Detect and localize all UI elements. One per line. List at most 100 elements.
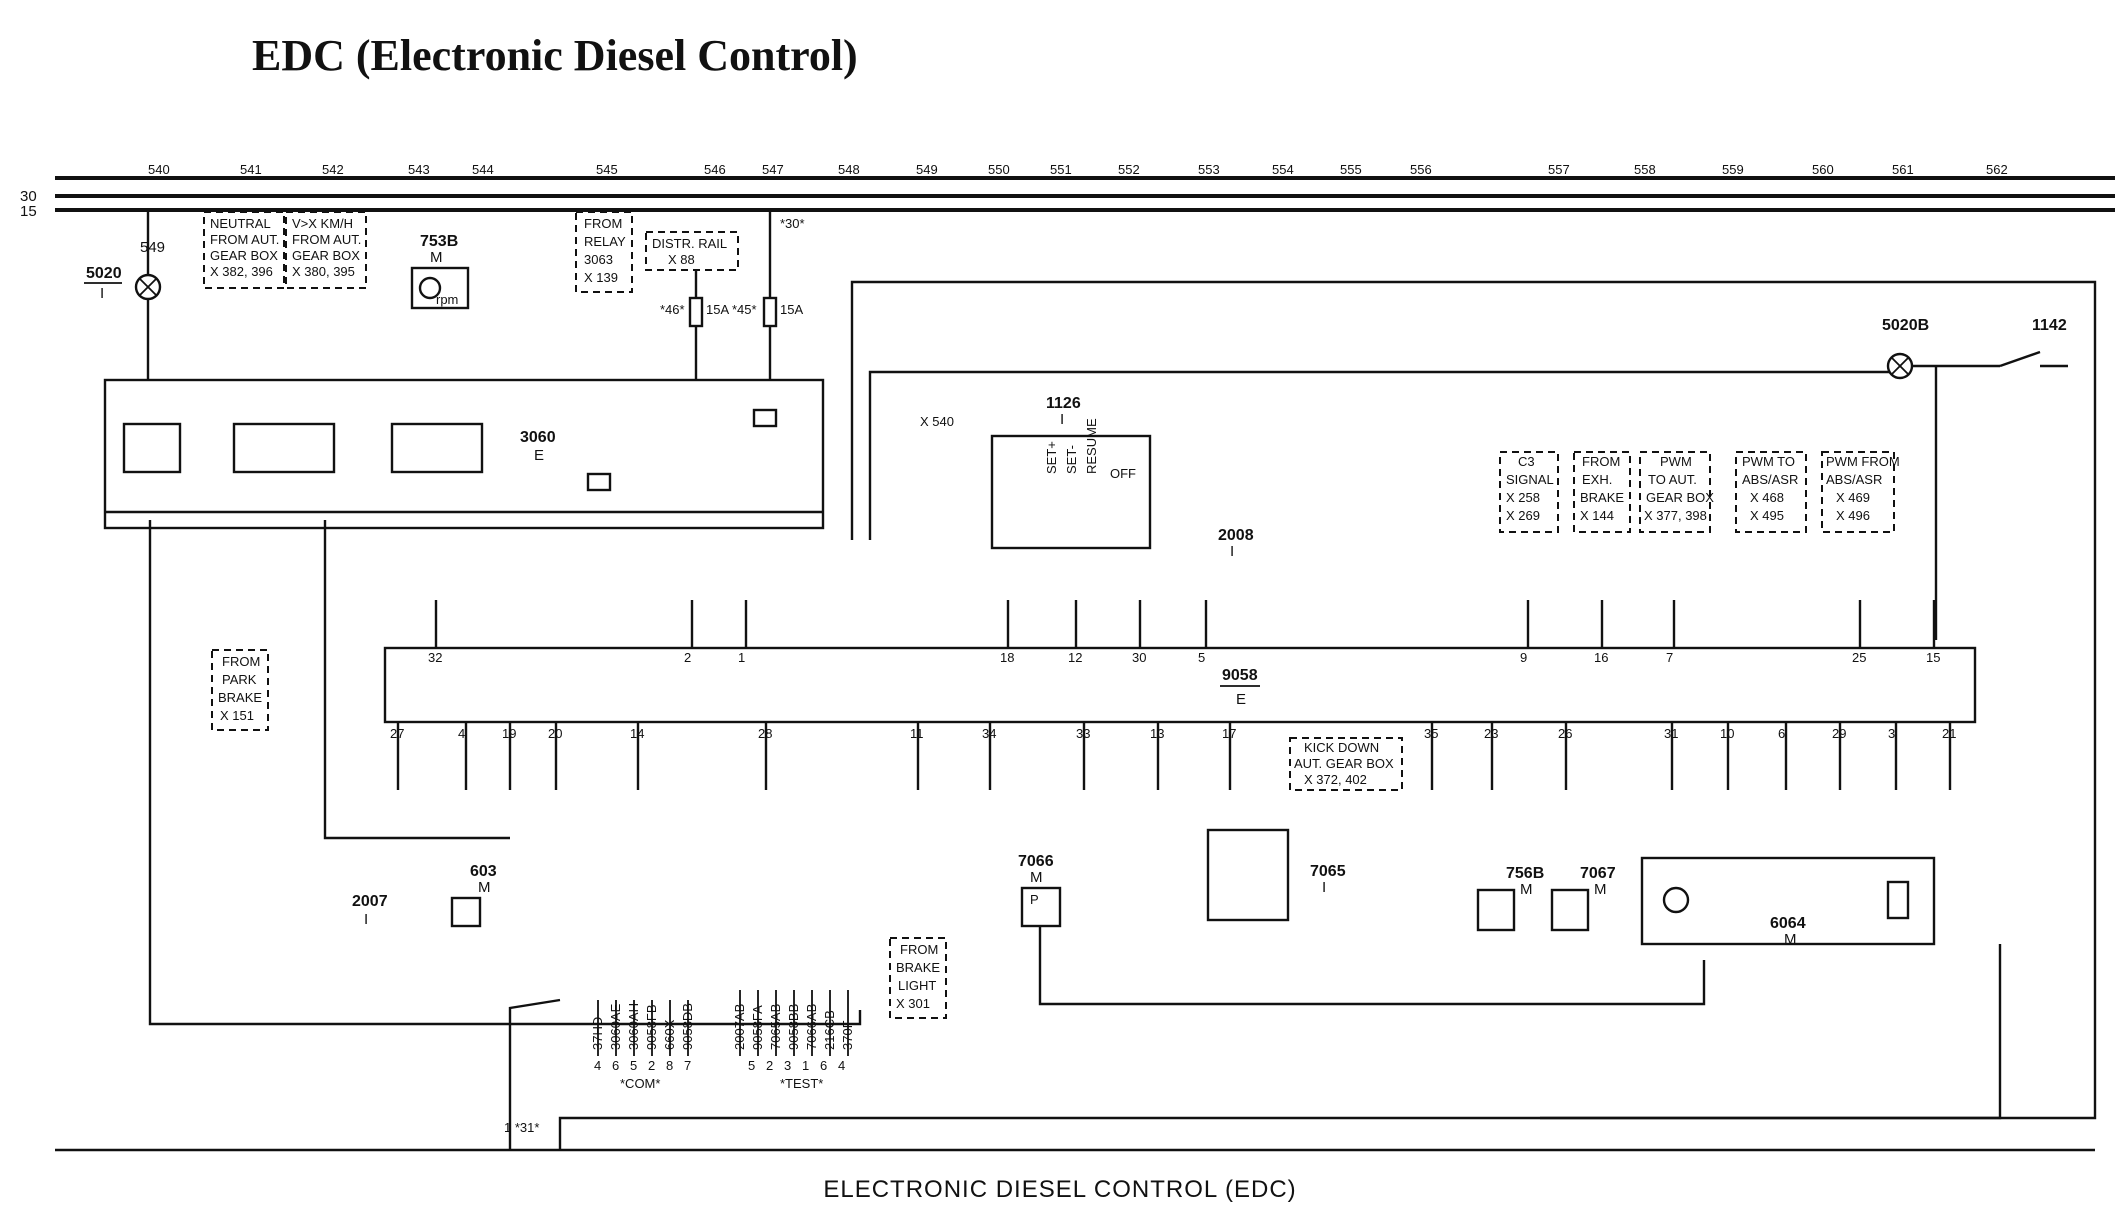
ecu-pin-label: 6 (1778, 726, 1785, 741)
callout-box (1573, 451, 1631, 533)
ecu-pin-label: 4 (458, 726, 465, 741)
power-buses: 30 15 (20, 176, 2115, 1152)
grid-number: 548 (838, 162, 860, 177)
component-753b-sub: M (430, 249, 443, 266)
bus-15-label: 15 (20, 203, 37, 220)
component-3060-id: 3060 (520, 429, 556, 446)
component-3060: 3060 E (103, 378, 825, 530)
callout-neutral: NEUTRAL FROM AUT. GEAR BOX X 382, 396 (203, 211, 285, 289)
callout-line: 3063 (584, 252, 613, 267)
test-wire-label: 7066AB (804, 1004, 819, 1050)
grid-number: 556 (1410, 162, 1432, 177)
grid-number: 540 (148, 162, 170, 177)
switch-box (990, 434, 1152, 550)
upper-loop-wires (850, 280, 2097, 1120)
ground-connector-label: 1 *31* (504, 1120, 539, 1135)
callout-line: X 495 (1750, 508, 1784, 523)
ecu-pin-label: 9 (1520, 650, 1527, 665)
grid-number: 561 (1892, 162, 1914, 177)
grid-number: 555 (1340, 162, 1362, 177)
test-wire-label: 9058BB (786, 1004, 801, 1050)
grid-number: 549 (916, 162, 938, 177)
callout-line: X 151 (220, 708, 254, 723)
grid-number: 550 (988, 162, 1010, 177)
com-wire-label: 3060AE (608, 1003, 623, 1050)
ecu-pin-label: 7 (1666, 650, 1673, 665)
component-1126: 1126 I SET+ SET- RESUME OFF X 540 (920, 395, 1152, 550)
component-7066-sub: M (1030, 869, 1043, 886)
temp-sensor-icon (1550, 888, 1590, 932)
callout-relay-3063: FROM RELAY 3063 X 139 (575, 211, 633, 293)
callout-line: X 144 (1580, 508, 1614, 523)
component-7065-id: 7065 (1310, 863, 1346, 880)
component-2008: 2008 I (1218, 527, 1254, 560)
actuator-6064-box (1640, 856, 1936, 946)
ecu-pin-label: 26 (1558, 726, 1572, 741)
ecu-pin-label: 3 (1888, 726, 1895, 741)
test-connector-label: *TEST* (780, 1076, 823, 1091)
resistor-icon (1886, 880, 1910, 920)
component-756b-id: 756B (1506, 865, 1544, 882)
test-wire-label: 216CB (822, 1010, 837, 1050)
callout-line: BRAKE (896, 960, 940, 975)
test-pin: 2 (766, 1058, 773, 1073)
ecu-9058-box (383, 646, 1977, 724)
temp-sensor-icon (1476, 888, 1516, 932)
ecu-pin-label: 23 (1484, 726, 1498, 741)
lamp-cross (1891, 357, 1909, 375)
component-5020b: 5020B 1142 (1882, 317, 2068, 640)
relay-coil (586, 472, 612, 492)
callout-line: GEAR BOX (210, 248, 278, 263)
component-7066: 7066 M P (1018, 853, 1062, 928)
fuse-icon (688, 296, 704, 328)
com-wire-label: 660X (662, 1019, 677, 1050)
lower-wires (148, 520, 2002, 1150)
ecu-pin-label: 12 (1068, 650, 1082, 665)
motor-icon (1662, 886, 1690, 914)
test-wire-label: 2007AB (732, 1004, 747, 1050)
grid-number: 544 (472, 162, 494, 177)
component-5020-ref: 549 (140, 239, 165, 256)
ecu-pin-label: 2 (684, 650, 691, 665)
com-pin: 4 (594, 1058, 601, 1073)
callout-box (889, 937, 947, 1019)
pressure-sensor-icon (1020, 886, 1062, 928)
sensor-icon (418, 276, 442, 300)
callout-line: GEAR BOX (292, 248, 360, 263)
com-wire-label: 3060AH (626, 1003, 641, 1050)
component-6064: 6064 M (1640, 856, 1936, 948)
grid-number: 547 (762, 162, 784, 177)
fuse-rating: 15A (780, 302, 803, 317)
relay-coil (752, 408, 778, 428)
ecu-pin-label: 1 (738, 650, 745, 665)
callout-line: AUT. GEAR BOX (1294, 756, 1394, 771)
transistor-box (232, 422, 336, 474)
grid-number: 558 (1634, 162, 1656, 177)
module-3060-box (103, 378, 825, 530)
callout-distr-rail: DISTR. RAIL X 88 (645, 231, 739, 271)
callout-line: PARK (222, 672, 257, 687)
component-3060-sub: E (534, 447, 544, 464)
callout-line: C3 (1518, 454, 1535, 469)
callout-line: PWM TO (1742, 454, 1795, 469)
callout-line: DISTR. RAIL (652, 236, 727, 251)
fuses: *46* 15A *45* 15A *30* (660, 210, 805, 380)
callout-line: ABS/ASR (1826, 472, 1882, 487)
callout-line: PWM FROM (1826, 454, 1900, 469)
component-2008-sub: I (1230, 543, 1234, 560)
ecu-pin-label: 5 (1198, 650, 1205, 665)
callout-park-brake: FROM PARK BRAKE X 151 (211, 649, 269, 731)
ecu-pin-label: 27 (390, 726, 404, 741)
grid-number: 554 (1272, 162, 1294, 177)
callout-line: X 468 (1750, 490, 1784, 505)
ecu-pin-label: 34 (982, 726, 996, 741)
callout-line: X 496 (1836, 508, 1870, 523)
component-1126-sub: I (1060, 411, 1064, 428)
grid-number: 543 (408, 162, 430, 177)
com-wire-label: 37HD (590, 1017, 605, 1050)
fuse-label: *46* (660, 302, 685, 317)
